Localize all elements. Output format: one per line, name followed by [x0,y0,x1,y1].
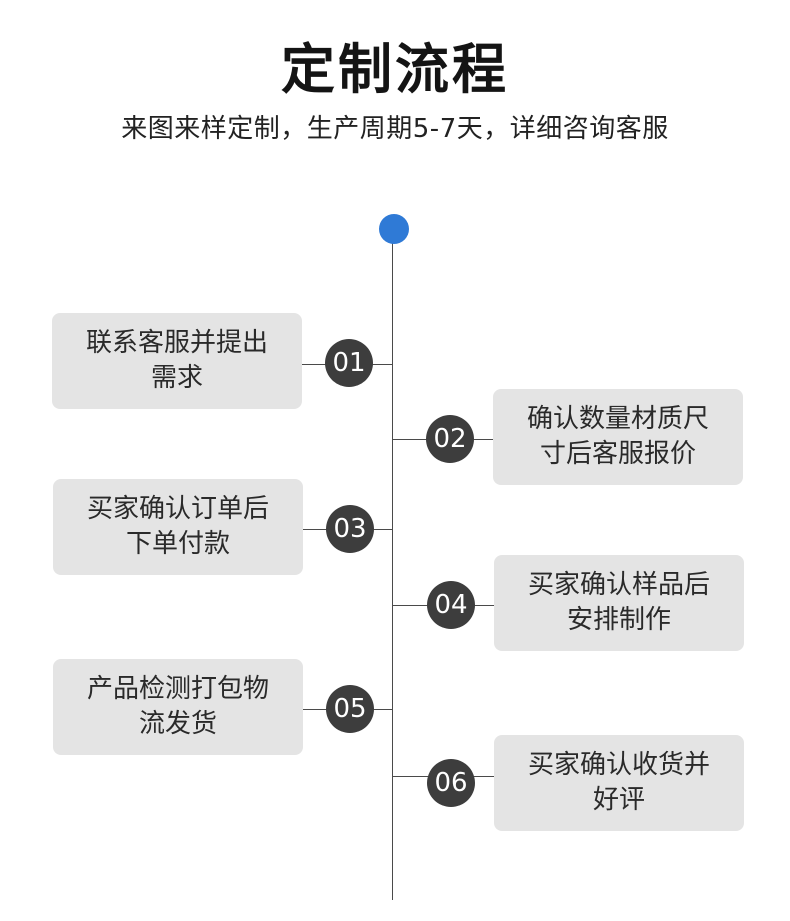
step-01-box: 联系客服并提出需求 [52,313,302,409]
step-03-number: 03 [326,505,374,553]
step-06-box: 买家确认收货并好评 [494,735,744,831]
step-04-box: 买家确认样品后安排制作 [494,555,744,651]
page-title: 定制流程 [281,38,509,101]
step-05-number: 05 [326,685,374,733]
timeline-line [392,230,393,900]
page-subtitle: 来图来样定制，生产周期5-7天，详细咨询客服 [121,114,669,144]
step-02-box: 确认数量材质尺寸后客服报价 [493,389,743,485]
step-01-text: 联系客服并提出需求 [85,328,268,393]
step-04-number: 04 [427,581,475,629]
step-02-text: 确认数量材质尺寸后客服报价 [526,404,709,469]
step-06-text: 买家确认收货并好评 [527,750,710,815]
step-05-box: 产品检测打包物流发货 [53,659,303,755]
step-06-number: 06 [427,759,475,807]
step-02-number: 02 [426,415,474,463]
step-03-box: 买家确认订单后下单付款 [53,479,303,575]
timeline-start-dot [379,214,409,244]
step-04-text: 买家确认样品后安排制作 [527,570,710,635]
step-01-number: 01 [325,339,373,387]
step-03-text: 买家确认订单后下单付款 [86,494,269,559]
step-05-text: 产品检测打包物流发货 [86,674,269,739]
